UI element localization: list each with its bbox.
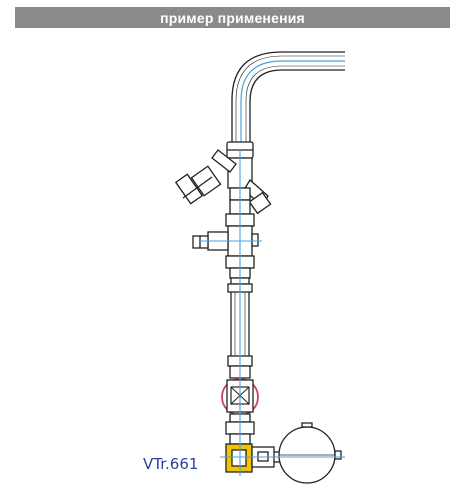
strainer-valve — [174, 141, 272, 215]
lower-valve-assembly — [225, 413, 280, 473]
header-title: пример применения — [160, 9, 305, 26]
part-label: VTr.661 — [143, 455, 199, 473]
expansion-tank — [278, 422, 342, 484]
shutoff-valve — [192, 199, 259, 279]
centerline-bend — [240, 60, 345, 150]
header-bar: пример применения — [15, 7, 450, 28]
pipe-bend — [231, 51, 345, 150]
